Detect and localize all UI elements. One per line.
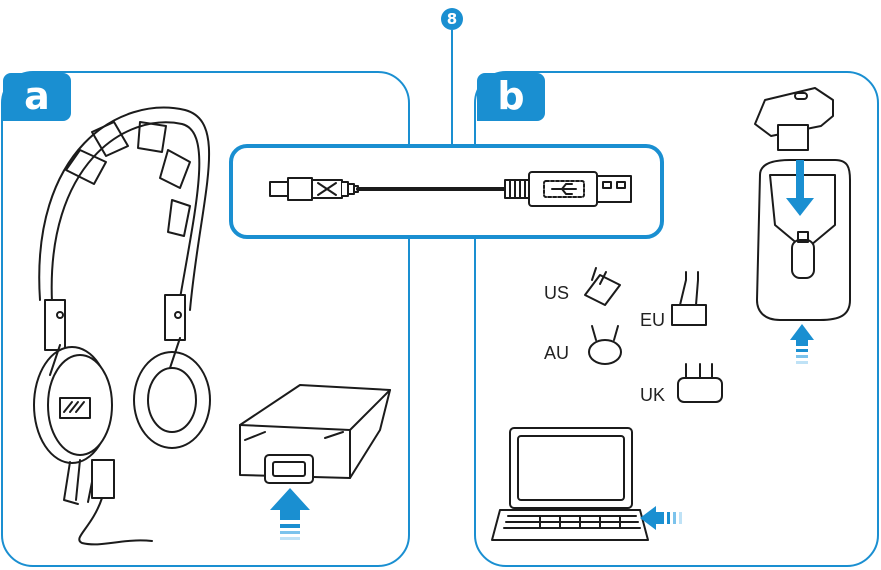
insert-arrow-a <box>270 488 310 540</box>
eu-plug-icon <box>671 271 707 326</box>
insert-arrow-laptop <box>640 506 682 530</box>
battery-pack-drawing <box>239 384 391 484</box>
plug-label-us: US <box>544 283 570 303</box>
insert-arrow-b <box>790 324 814 364</box>
au-plug-icon <box>588 325 622 365</box>
us-plug-icon <box>584 267 621 306</box>
charger-drawing <box>754 87 851 321</box>
laptop-drawing <box>491 427 649 541</box>
panel-b-tab: b <box>477 73 545 121</box>
headset-drawing <box>33 106 211 546</box>
panel-a-tab: a <box>3 73 71 121</box>
plug-label-eu: EU <box>640 310 666 330</box>
insert-arrow-down <box>786 160 814 216</box>
plug-label-uk: UK <box>640 385 666 405</box>
plug-label-au: AU <box>544 343 570 363</box>
cable-number-badge: 8 <box>441 8 463 30</box>
uk-plug-icon <box>677 363 723 403</box>
usb-cable-icon <box>269 171 632 207</box>
